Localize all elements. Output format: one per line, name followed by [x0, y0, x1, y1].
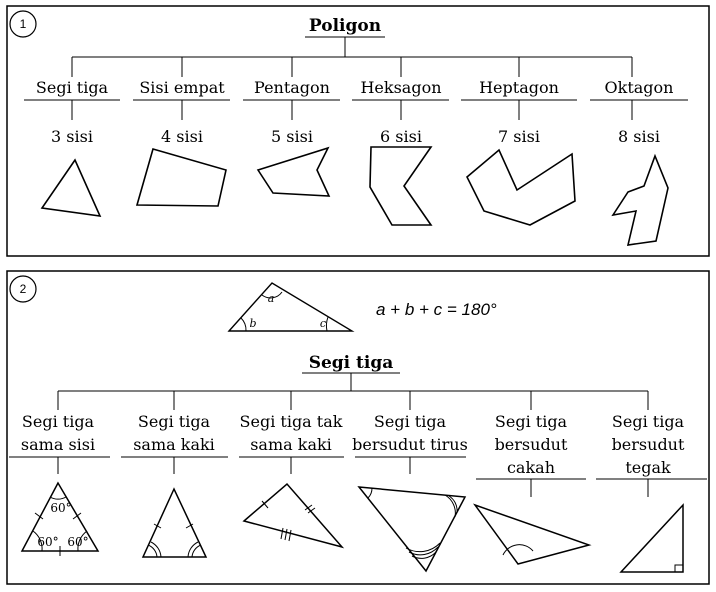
polygon-name-heptagon: Heptagon	[479, 78, 559, 97]
obtuse-label-line-2: bersudut	[495, 435, 568, 454]
equilateral-label-line-2: sama sisi	[21, 435, 95, 454]
pentagon-shape	[256, 146, 331, 197]
polygon-sides-octagon: 8 sisi	[618, 127, 660, 146]
heptagon-shape	[466, 148, 576, 226]
equilateral-label-line-1: Segi tiga	[22, 412, 95, 431]
panel-2-number-badge	[9, 275, 37, 303]
angle-sum-triangle	[227, 282, 355, 332]
equilateral-angle-left: 60°	[37, 535, 58, 549]
right-label-line-1: Segi tiga	[612, 412, 685, 431]
panel-2-number: 2	[20, 282, 27, 296]
triangle-shape	[40, 158, 102, 217]
hexagon-shape	[369, 146, 433, 226]
right-label-line-2: bersudut	[612, 435, 685, 454]
polygon-name-triangle: Segi tiga	[36, 78, 109, 97]
panel-polygons: 1 Poligon	[6, 5, 710, 257]
equilateral-triangle	[20, 481, 100, 556]
polygon-title: Poligon	[309, 16, 381, 36]
polygon-name-pentagon: Pentagon	[254, 78, 330, 97]
acute-triangle	[357, 486, 467, 573]
triangle-tree-lines	[9, 372, 707, 497]
obtuse-label-line-1: Segi tiga	[495, 412, 568, 431]
scalene-label-line-2: sama kaki	[250, 435, 332, 454]
equilateral-angle-top: 60°	[50, 501, 71, 515]
angle-label-a: a	[268, 292, 275, 305]
obtuse-triangle	[472, 503, 592, 565]
polygon-name-hexagon: Heksagon	[360, 78, 441, 97]
quadrilateral-shape	[135, 148, 227, 207]
panel-triangles: 2 a b c a + b + c = 180° Segi tiga	[6, 270, 710, 585]
equilateral-angle-right: 60°	[67, 535, 88, 549]
panel-1-number-badge	[9, 10, 37, 38]
triangle-title: Segi tiga	[309, 353, 394, 373]
scalene-triangle	[242, 482, 345, 549]
polygon-name-quadrilateral: Sisi empat	[139, 78, 225, 97]
polygon-sides-quadrilateral: 4 sisi	[161, 127, 203, 146]
acute-label-line-2: bersudut tirus	[352, 435, 468, 454]
polygon-sides-hexagon: 6 sisi	[380, 127, 422, 146]
angle-label-b: b	[249, 317, 256, 330]
panel-2-frame	[6, 270, 710, 585]
panel-1-frame	[6, 5, 710, 257]
polygon-sides-triangle: 3 sisi	[51, 127, 93, 146]
angle-sum-equation: a + b + c = 180°	[376, 300, 497, 319]
scalene-label-line-1: Segi tiga tak	[240, 412, 343, 431]
isosceles-label-line-1: Segi tiga	[138, 412, 211, 431]
polygon-name-octagon: Oktagon	[605, 78, 674, 97]
polygon-sides-heptagon: 7 sisi	[498, 127, 540, 146]
isosceles-triangle	[141, 487, 208, 558]
octagon-shape	[611, 153, 669, 246]
panel-1-number: 1	[20, 17, 27, 31]
polygon-tree-lines	[24, 36, 688, 120]
right-triangle	[619, 503, 684, 573]
isosceles-label-line-2: sama kaki	[133, 435, 215, 454]
obtuse-label-line-3: cakah	[507, 458, 555, 477]
angle-label-c: c	[320, 317, 326, 330]
polygon-sides-pentagon: 5 sisi	[271, 127, 313, 146]
right-label-line-3: tegak	[625, 458, 671, 477]
acute-label-line-1: Segi tiga	[374, 412, 447, 431]
